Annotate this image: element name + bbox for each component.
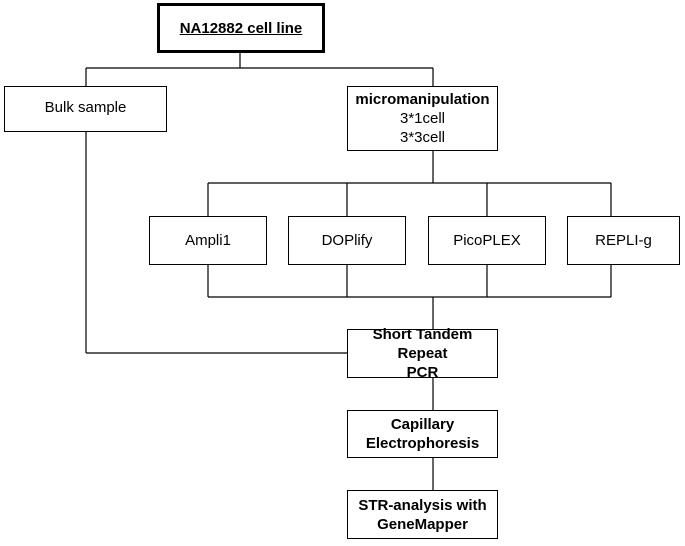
- micromanipulation-line1: 3*1cell: [399, 110, 446, 127]
- bulk-sample-node: Bulk sample: [4, 86, 167, 132]
- str-pcr-line2: PCR: [406, 364, 439, 381]
- ampli1-node: Ampli1: [149, 216, 267, 265]
- doplify-node: DOPlify: [288, 216, 406, 265]
- bulk-sample-label: Bulk sample: [44, 99, 127, 116]
- repli-g-node: REPLI-g: [567, 216, 680, 265]
- str-analysis-node: STR-analysis with GeneMapper: [347, 490, 498, 539]
- str-pcr-line1: Short Tandem Repeat: [372, 326, 473, 362]
- str-analysis-line1: STR-analysis with: [358, 496, 487, 514]
- micromanipulation-node: micromanipulation 3*1cell 3*3cell: [347, 86, 498, 151]
- micromanipulation-title: micromanipulation: [355, 91, 490, 108]
- ampli1-label: Ampli1: [185, 232, 231, 249]
- str-pcr-node: Short Tandem Repeat PCR: [347, 326, 498, 381]
- picoplex-label: PicoPLEX: [453, 232, 521, 249]
- repli-g-label: REPLI-g: [595, 232, 652, 249]
- doplify-label: DOPlify: [321, 232, 373, 249]
- capillary-electrophoresis-line2: Electrophoresis: [365, 435, 480, 452]
- cell-line-label: NA12882 cell line: [179, 19, 303, 37]
- micromanipulation-line2: 3*3cell: [399, 129, 446, 146]
- capillary-electrophoresis-node: Capillary Electrophoresis: [347, 410, 498, 458]
- cell-line-node: NA12882 cell line: [157, 3, 325, 53]
- str-analysis-line2: GeneMapper: [377, 515, 468, 533]
- capillary-electrophoresis-line1: Capillary: [390, 416, 455, 433]
- picoplex-node: PicoPLEX: [428, 216, 546, 265]
